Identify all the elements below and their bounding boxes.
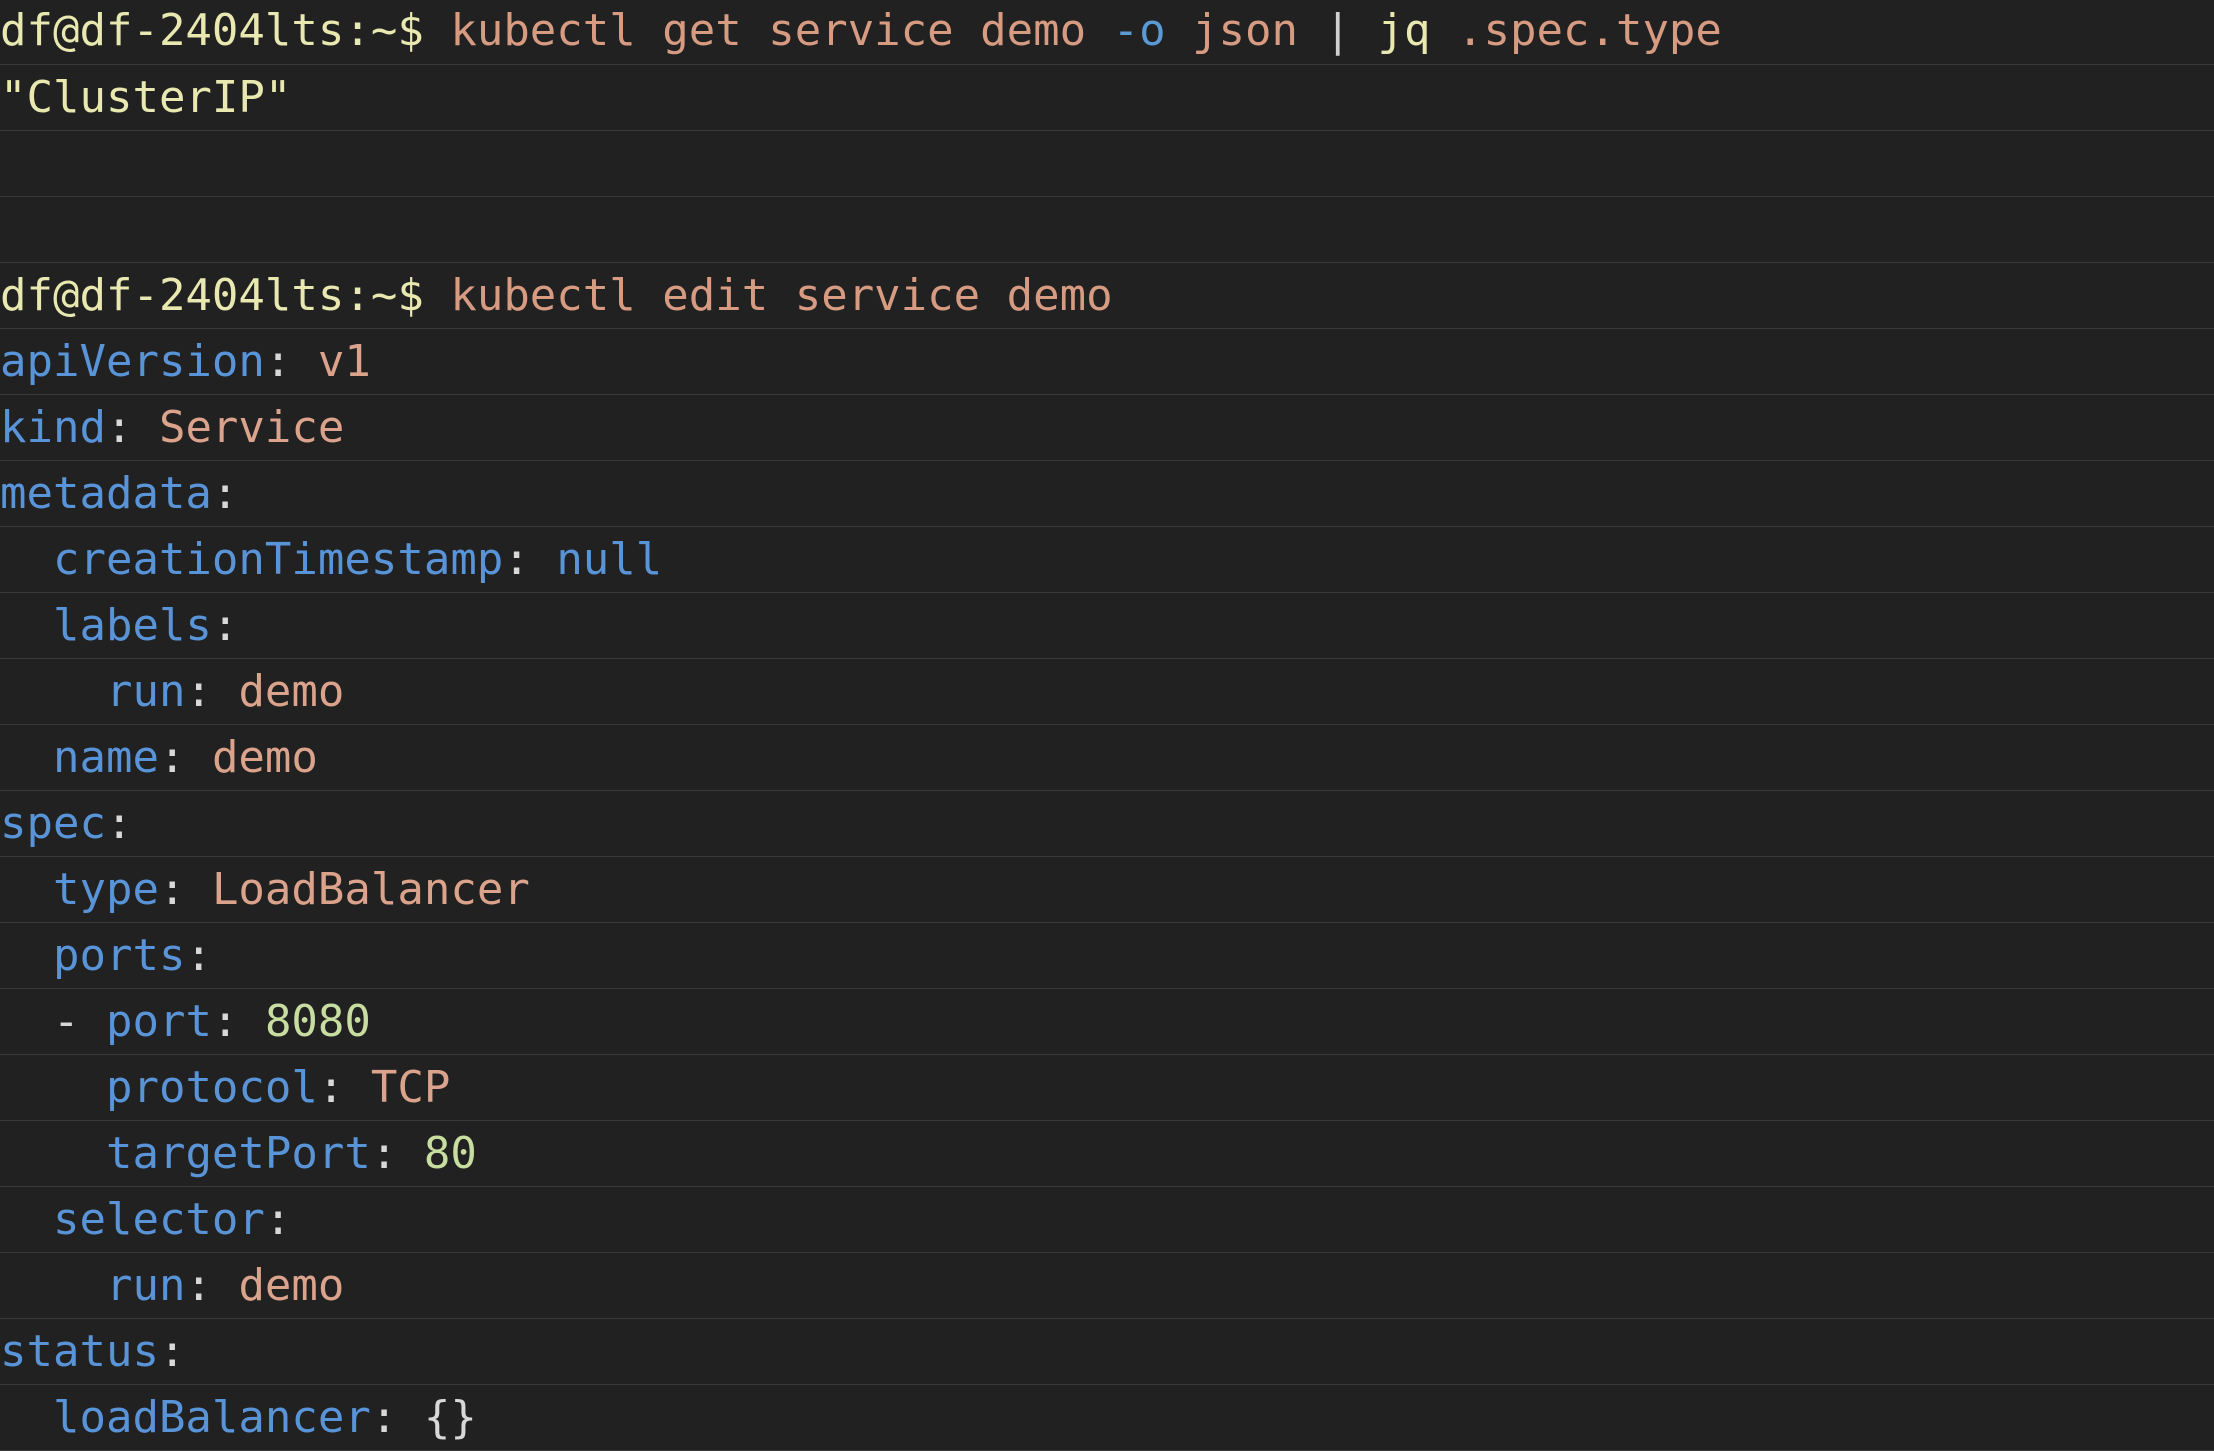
terminal-line-yaml-metadata: metadata: [0,461,2214,527]
token-yaml-selector-2: : [264,1194,292,1245]
terminal-line-yaml-ports: ports: [0,923,2214,989]
terminal-line-cmd-get-service: df@df-2404lts:~$ kubectl get service dem… [0,0,2214,65]
token-yaml-creationtimestamp-2: : [503,534,557,585]
terminal-line-yaml-spec: spec: [0,791,2214,857]
terminal-line-yaml-status: status: [0,1319,2214,1385]
token-yaml-labels-run-2: : [185,666,239,717]
token-yaml-port-3: port [105,996,212,1047]
token-yaml-type-1: type [52,864,159,915]
token-yaml-targetport-2: : [370,1128,424,1179]
token-yaml-labels-2: : [211,600,239,651]
token-yaml-port-1: - [52,996,80,1047]
terminal-line-yaml-labels-run: run: demo [0,659,2214,725]
token-yaml-spec-1: : [105,798,133,849]
terminal-line-yaml-creationtimestamp: creationTimestamp: null [0,527,2214,593]
token-yaml-apiversion-0: apiVersion [0,336,265,387]
token-yaml-creationtimestamp-0 [0,534,53,585]
token-yaml-selector-run-0 [0,1260,106,1311]
terminal-line-yaml-name: name: demo [0,725,2214,791]
token-yaml-name-3: demo [211,732,318,783]
token-yaml-protocol-0 [0,1062,106,1113]
token-yaml-loadbalancer-2: : [370,1392,424,1443]
terminal-line-yaml-targetport: targetPort: 80 [0,1121,2214,1187]
terminal-line-yaml-type: type: LoadBalancer [0,857,2214,923]
token-yaml-port-2 [79,996,106,1047]
token-yaml-kind-2: Service [158,402,345,453]
terminal-line-blank-1 [0,131,2214,197]
token-yaml-port-4: : [211,996,265,1047]
terminal-line-yaml-labels: labels: [0,593,2214,659]
token-cmd-get-service-0: df@df-2404lts:~$ [0,5,424,56]
token-yaml-type-0 [0,864,53,915]
token-yaml-port-0 [0,996,53,1047]
token-yaml-ports-1: ports [52,930,186,981]
token-yaml-creationtimestamp-3: null [556,534,663,585]
token-yaml-loadbalancer-0 [0,1392,53,1443]
token-yaml-ports-0 [0,930,53,981]
token-yaml-type-2: : [158,864,212,915]
terminal-line-yaml-protocol: protocol: TCP [0,1055,2214,1121]
terminal-line-yaml-apiversion: apiVersion: v1 [0,329,2214,395]
token-cmd-edit-service-1: kubectl edit service demo [423,270,1113,321]
token-yaml-ports-2: : [185,930,212,981]
terminal-line-yaml-loadbalancer: loadBalancer: {} [0,1385,2214,1451]
token-yaml-spec-0: spec [0,798,106,849]
token-yaml-protocol-1: protocol [105,1062,318,1113]
terminal-line-yaml-selector: selector: [0,1187,2214,1253]
token-yaml-loadbalancer-3: {} [423,1392,477,1443]
token-yaml-metadata-0: metadata [0,468,212,519]
token-yaml-status-0: status [0,1326,159,1377]
token-out-clusterip-0: "ClusterIP" [0,72,292,123]
token-yaml-metadata-1: : [211,468,239,519]
token-yaml-creationtimestamp-1: creationTimestamp [52,534,504,585]
token-yaml-targetport-0 [0,1128,106,1179]
terminal-line-yaml-selector-run: run: demo [0,1253,2214,1319]
token-cmd-get-service-4: | [1324,5,1352,56]
token-cmd-get-service-1: kubectl get service demo [423,5,1113,56]
token-yaml-apiversion-2: v1 [317,336,371,387]
terminal-line-out-clusterip: "ClusterIP" [0,65,2214,131]
token-yaml-kind-1: : [105,402,159,453]
token-yaml-name-1: name [52,732,159,783]
token-cmd-get-service-6: .spec.type [1430,5,1722,56]
token-yaml-selector-run-1: run [105,1260,186,1311]
token-yaml-targetport-1: targetPort [105,1128,371,1179]
token-yaml-selector-run-3: demo [238,1260,345,1311]
token-yaml-name-2: : [158,732,212,783]
token-yaml-protocol-2: : [317,1062,371,1113]
token-yaml-name-0 [0,732,53,783]
token-cmd-get-service-2: -o [1112,5,1166,56]
token-yaml-selector-1: selector [52,1194,265,1245]
token-yaml-selector-run-2: : [185,1260,239,1311]
terminal-line-yaml-kind: kind: Service [0,395,2214,461]
token-yaml-labels-0 [0,600,53,651]
token-yaml-protocol-3: TCP [370,1062,451,1113]
token-cmd-get-service-3: json [1165,5,1325,56]
token-yaml-status-1: : [158,1326,186,1377]
token-yaml-selector-0 [0,1194,53,1245]
token-yaml-loadbalancer-1: loadBalancer [52,1392,371,1443]
token-cmd-edit-service-0: df@df-2404lts:~$ [0,270,424,321]
token-yaml-labels-run-3: demo [238,666,345,717]
terminal-line-yaml-port: - port: 8080 [0,989,2214,1055]
token-yaml-apiversion-1: : [264,336,318,387]
token-yaml-targetport-3: 80 [423,1128,477,1179]
token-yaml-type-3: LoadBalancer [211,864,530,915]
token-cmd-get-service-5: jq [1351,5,1431,56]
token-yaml-labels-run-0 [0,666,106,717]
terminal-line-blank-2 [0,197,2214,263]
token-yaml-port-5: 8080 [264,996,371,1047]
token-yaml-labels-1: labels [52,600,212,651]
token-yaml-kind-0: kind [0,402,106,453]
terminal-line-cmd-edit-service: df@df-2404lts:~$ kubectl edit service de… [0,263,2214,329]
token-yaml-labels-run-1: run [105,666,186,717]
